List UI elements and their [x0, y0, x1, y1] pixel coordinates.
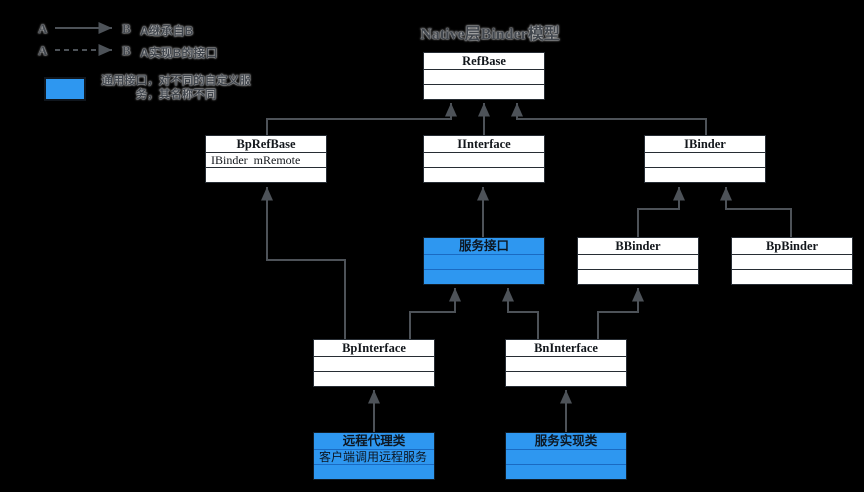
class-box-refbase: RefBase	[423, 52, 545, 100]
edge-bpbinder-to-ibinder	[720, 187, 792, 237]
class-box-bninterface: BnInterface	[505, 339, 627, 387]
class-methods	[314, 465, 434, 479]
class-attr	[645, 153, 765, 168]
class-title: 服务实现类	[506, 433, 626, 450]
class-methods	[506, 372, 626, 386]
edge-bninterface-to-service-interface	[502, 288, 539, 339]
legend-inherit-b: B	[122, 21, 131, 36]
class-title: BpRefBase	[206, 136, 326, 153]
legend-implement-b: B	[122, 43, 131, 58]
class-title: IBinder	[645, 136, 765, 153]
legend-note-line2: 务，其名称不同	[135, 89, 217, 101]
class-attr	[314, 357, 434, 372]
class-methods	[424, 168, 544, 182]
class-title: BpBinder	[732, 238, 852, 255]
class-title: IInterface	[424, 136, 544, 153]
class-box-bpinterface: BpInterface	[313, 339, 435, 387]
class-box-bbinder: BBinder	[577, 237, 699, 285]
class-attr: IBinder mRemote	[206, 153, 326, 168]
class-attr	[506, 450, 626, 465]
class-box-ibinder: IBinder	[644, 135, 766, 183]
class-methods	[424, 270, 544, 284]
legend-implement-a: A	[38, 43, 48, 58]
class-attr	[506, 357, 626, 372]
class-title: 远程代理类	[314, 433, 434, 450]
edge-bpinterface-to-bprefbase	[261, 187, 346, 339]
class-title: 服务接口	[424, 238, 544, 255]
class-methods	[314, 372, 434, 386]
class-methods	[732, 270, 852, 284]
class-box-service-impl: 服务实现类	[505, 432, 627, 480]
legend-implement-label: A实现B的接口	[140, 46, 218, 60]
class-attr	[578, 255, 698, 270]
class-box-remote-proxy: 远程代理类 客户端调用远程服务	[313, 432, 435, 480]
page-title: Native层Binder模型	[420, 26, 560, 43]
class-methods	[506, 465, 626, 479]
class-methods	[424, 85, 544, 99]
class-methods	[578, 270, 698, 284]
class-box-bpbinder: BpBinder	[731, 237, 853, 285]
edge-bninterface-to-bbinder	[597, 288, 644, 339]
class-box-bprefbase: BpRefBase IBinder mRemote	[205, 135, 327, 183]
legend-note: 通用接口，对不同的自定义服 务，其名称不同	[92, 74, 260, 102]
class-title: BBinder	[578, 238, 698, 255]
edge-ibinder-to-refbase	[511, 103, 707, 135]
class-box-service-interface: 服务接口	[423, 237, 545, 285]
class-title: RefBase	[424, 53, 544, 70]
class-attr	[732, 255, 852, 270]
class-methods	[206, 168, 326, 182]
legend-inherit-label: A继承自B	[140, 24, 194, 38]
edge-bbinder-to-ibinder	[637, 187, 685, 237]
legend-blue-swatch	[44, 77, 86, 101]
class-attr	[424, 153, 544, 168]
class-box-iinterface: IInterface	[423, 135, 545, 183]
class-attr: 客户端调用远程服务	[314, 450, 434, 465]
legend-note-line1: 通用接口，对不同的自定义服	[101, 75, 251, 87]
edge-bpinterface-to-service-interface	[409, 288, 461, 339]
class-title: BnInterface	[506, 340, 626, 357]
legend-inherit-a: A	[38, 21, 48, 36]
edge-bprefbase-to-refbase	[266, 103, 457, 135]
class-attr	[424, 70, 544, 85]
class-methods	[645, 168, 765, 182]
class-attr	[424, 255, 544, 270]
class-title: BpInterface	[314, 340, 434, 357]
